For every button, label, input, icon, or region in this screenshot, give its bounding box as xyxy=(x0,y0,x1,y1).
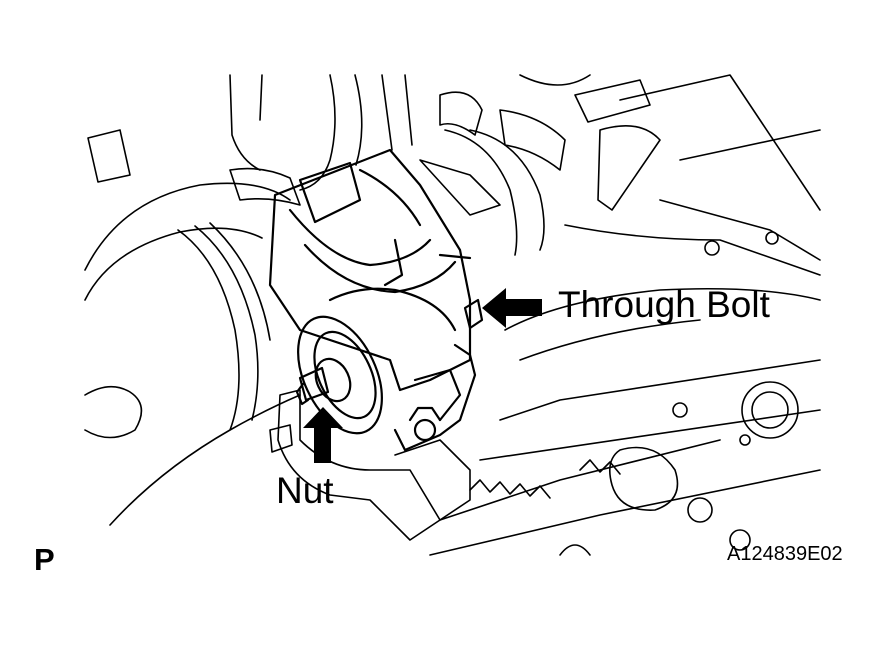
hoses xyxy=(229,74,661,256)
figure-id: A124839E02 xyxy=(727,543,843,565)
nut-label: Nut xyxy=(276,470,334,511)
intake-duct xyxy=(84,74,301,526)
view-mark: P xyxy=(34,542,55,577)
through-bolt-label: Through Bolt xyxy=(558,284,770,325)
body-panel xyxy=(429,74,821,556)
engine-mount xyxy=(268,148,484,452)
arrow-up-icon xyxy=(303,407,343,463)
mount-cup-and-nut xyxy=(295,315,442,442)
arrow-left-icon xyxy=(482,288,542,328)
